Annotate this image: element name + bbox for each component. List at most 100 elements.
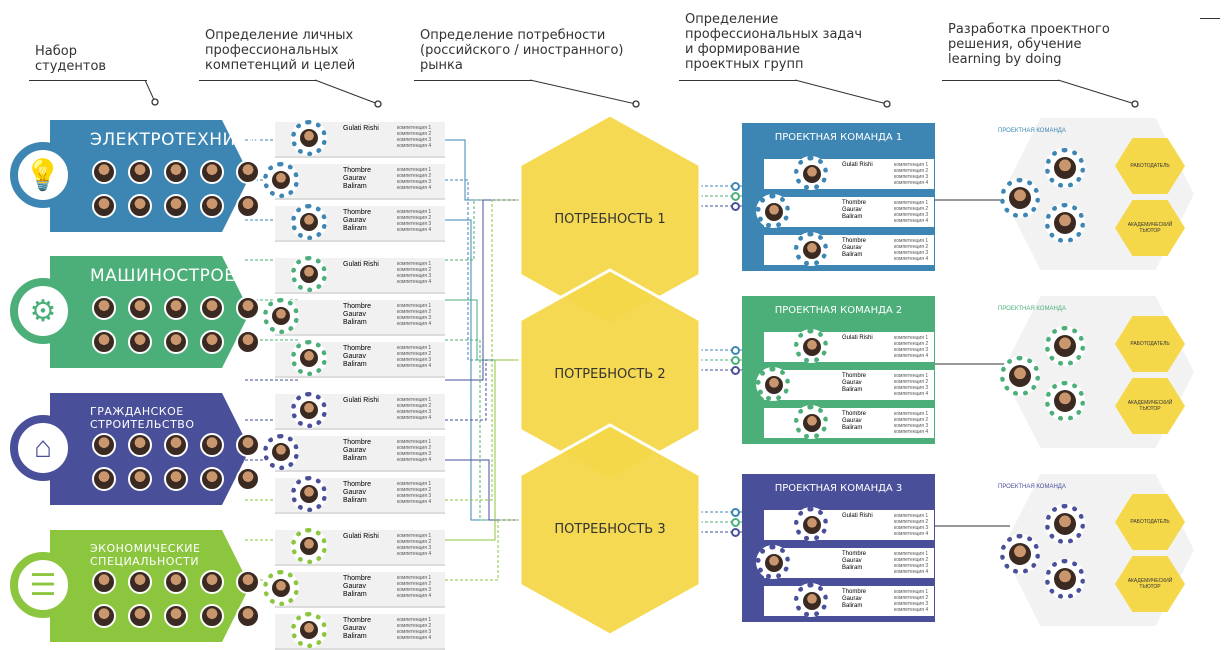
student-photo[interactable] bbox=[128, 570, 152, 594]
student-photo[interactable] bbox=[128, 194, 152, 218]
student-photo[interactable] bbox=[200, 604, 224, 628]
member-avatar bbox=[1054, 513, 1076, 535]
student-avatar bbox=[272, 443, 290, 461]
header-underline bbox=[29, 80, 147, 81]
project-team-label: ПРОЕКТНАЯ КОМАНДА bbox=[998, 484, 1066, 490]
student-photo[interactable] bbox=[200, 570, 224, 594]
student-photo[interactable] bbox=[164, 160, 188, 184]
header-pointer-dot bbox=[374, 100, 382, 108]
gear-icon bbox=[263, 570, 299, 606]
member-name: Thombre Gaurav Baliram bbox=[842, 589, 867, 609]
member-avatar bbox=[1054, 390, 1076, 412]
competency-item: компетенция 2 bbox=[894, 417, 929, 423]
competency-item: компетенция 3 bbox=[397, 315, 432, 321]
student-photo[interactable] bbox=[128, 433, 152, 457]
student-photo[interactable] bbox=[236, 330, 260, 354]
department-title: ЭЛЕКТРОТЕХНИКА bbox=[90, 130, 261, 150]
student-photo[interactable] bbox=[164, 467, 188, 491]
header-underline bbox=[679, 80, 797, 81]
student-photo[interactable] bbox=[92, 433, 116, 457]
competency-item: компетенция 4 bbox=[397, 227, 432, 233]
header-pointer bbox=[529, 79, 637, 105]
student-photo[interactable] bbox=[128, 604, 152, 628]
header-pointer-dot bbox=[151, 98, 159, 106]
student-photo[interactable] bbox=[200, 330, 224, 354]
competency-item: компетенция 1 bbox=[397, 533, 432, 539]
competency-item: компетенция 4 bbox=[894, 218, 929, 224]
student-photo[interactable] bbox=[92, 570, 116, 594]
student-photo[interactable] bbox=[164, 330, 188, 354]
student-photo[interactable] bbox=[128, 160, 152, 184]
student-photo[interactable] bbox=[236, 194, 260, 218]
team-title: ПРОЕКТНАЯ КОМАНДА 2 bbox=[742, 296, 935, 326]
student-photo[interactable] bbox=[164, 604, 188, 628]
student-name: Thombre Gaurav Baliram bbox=[343, 345, 372, 368]
member-avatar bbox=[1054, 157, 1076, 179]
competency-item: компетенция 4 bbox=[894, 607, 929, 613]
connector-ring bbox=[731, 192, 740, 201]
student-photo[interactable] bbox=[164, 296, 188, 320]
project-team-label: ПРОЕКТНАЯ КОМАНДА bbox=[998, 306, 1066, 312]
student-photo[interactable] bbox=[128, 330, 152, 354]
student-photo[interactable] bbox=[128, 296, 152, 320]
student-photo[interactable] bbox=[236, 604, 260, 628]
student-photo[interactable] bbox=[92, 330, 116, 354]
gear-icon bbox=[291, 528, 327, 564]
header-divider bbox=[1200, 18, 1220, 19]
student-photo[interactable] bbox=[200, 433, 224, 457]
student-photo[interactable] bbox=[236, 467, 260, 491]
student-photo[interactable] bbox=[164, 194, 188, 218]
competency-item: компетенция 1 bbox=[397, 617, 432, 623]
competency-item: компетенция 2 bbox=[894, 519, 929, 525]
student-photo[interactable] bbox=[92, 160, 116, 184]
student-photo[interactable] bbox=[236, 296, 260, 320]
student-photo[interactable] bbox=[200, 160, 224, 184]
member-avatar bbox=[803, 592, 821, 610]
competency-item: компетенция 4 bbox=[397, 279, 432, 285]
student-photo[interactable] bbox=[200, 296, 224, 320]
member-avatar bbox=[803, 165, 821, 183]
gear-icon bbox=[291, 392, 327, 428]
student-photo[interactable] bbox=[200, 194, 224, 218]
competency-item: компетенция 2 bbox=[397, 487, 432, 493]
student-photo[interactable] bbox=[92, 194, 116, 218]
need-label: ПОТРЕБНОСТЬ 2 bbox=[554, 367, 666, 382]
student-photo[interactable] bbox=[164, 570, 188, 594]
student-photo[interactable] bbox=[236, 433, 260, 457]
student-photo[interactable] bbox=[128, 467, 152, 491]
student-photo[interactable] bbox=[92, 296, 116, 320]
student-photo[interactable] bbox=[164, 433, 188, 457]
student-photo[interactable] bbox=[200, 467, 224, 491]
student-photo[interactable] bbox=[236, 570, 260, 594]
student-photo[interactable] bbox=[236, 160, 260, 184]
student-photo[interactable] bbox=[92, 604, 116, 628]
student-photo[interactable] bbox=[92, 467, 116, 491]
competency-item: компетенция 4 bbox=[397, 551, 432, 557]
